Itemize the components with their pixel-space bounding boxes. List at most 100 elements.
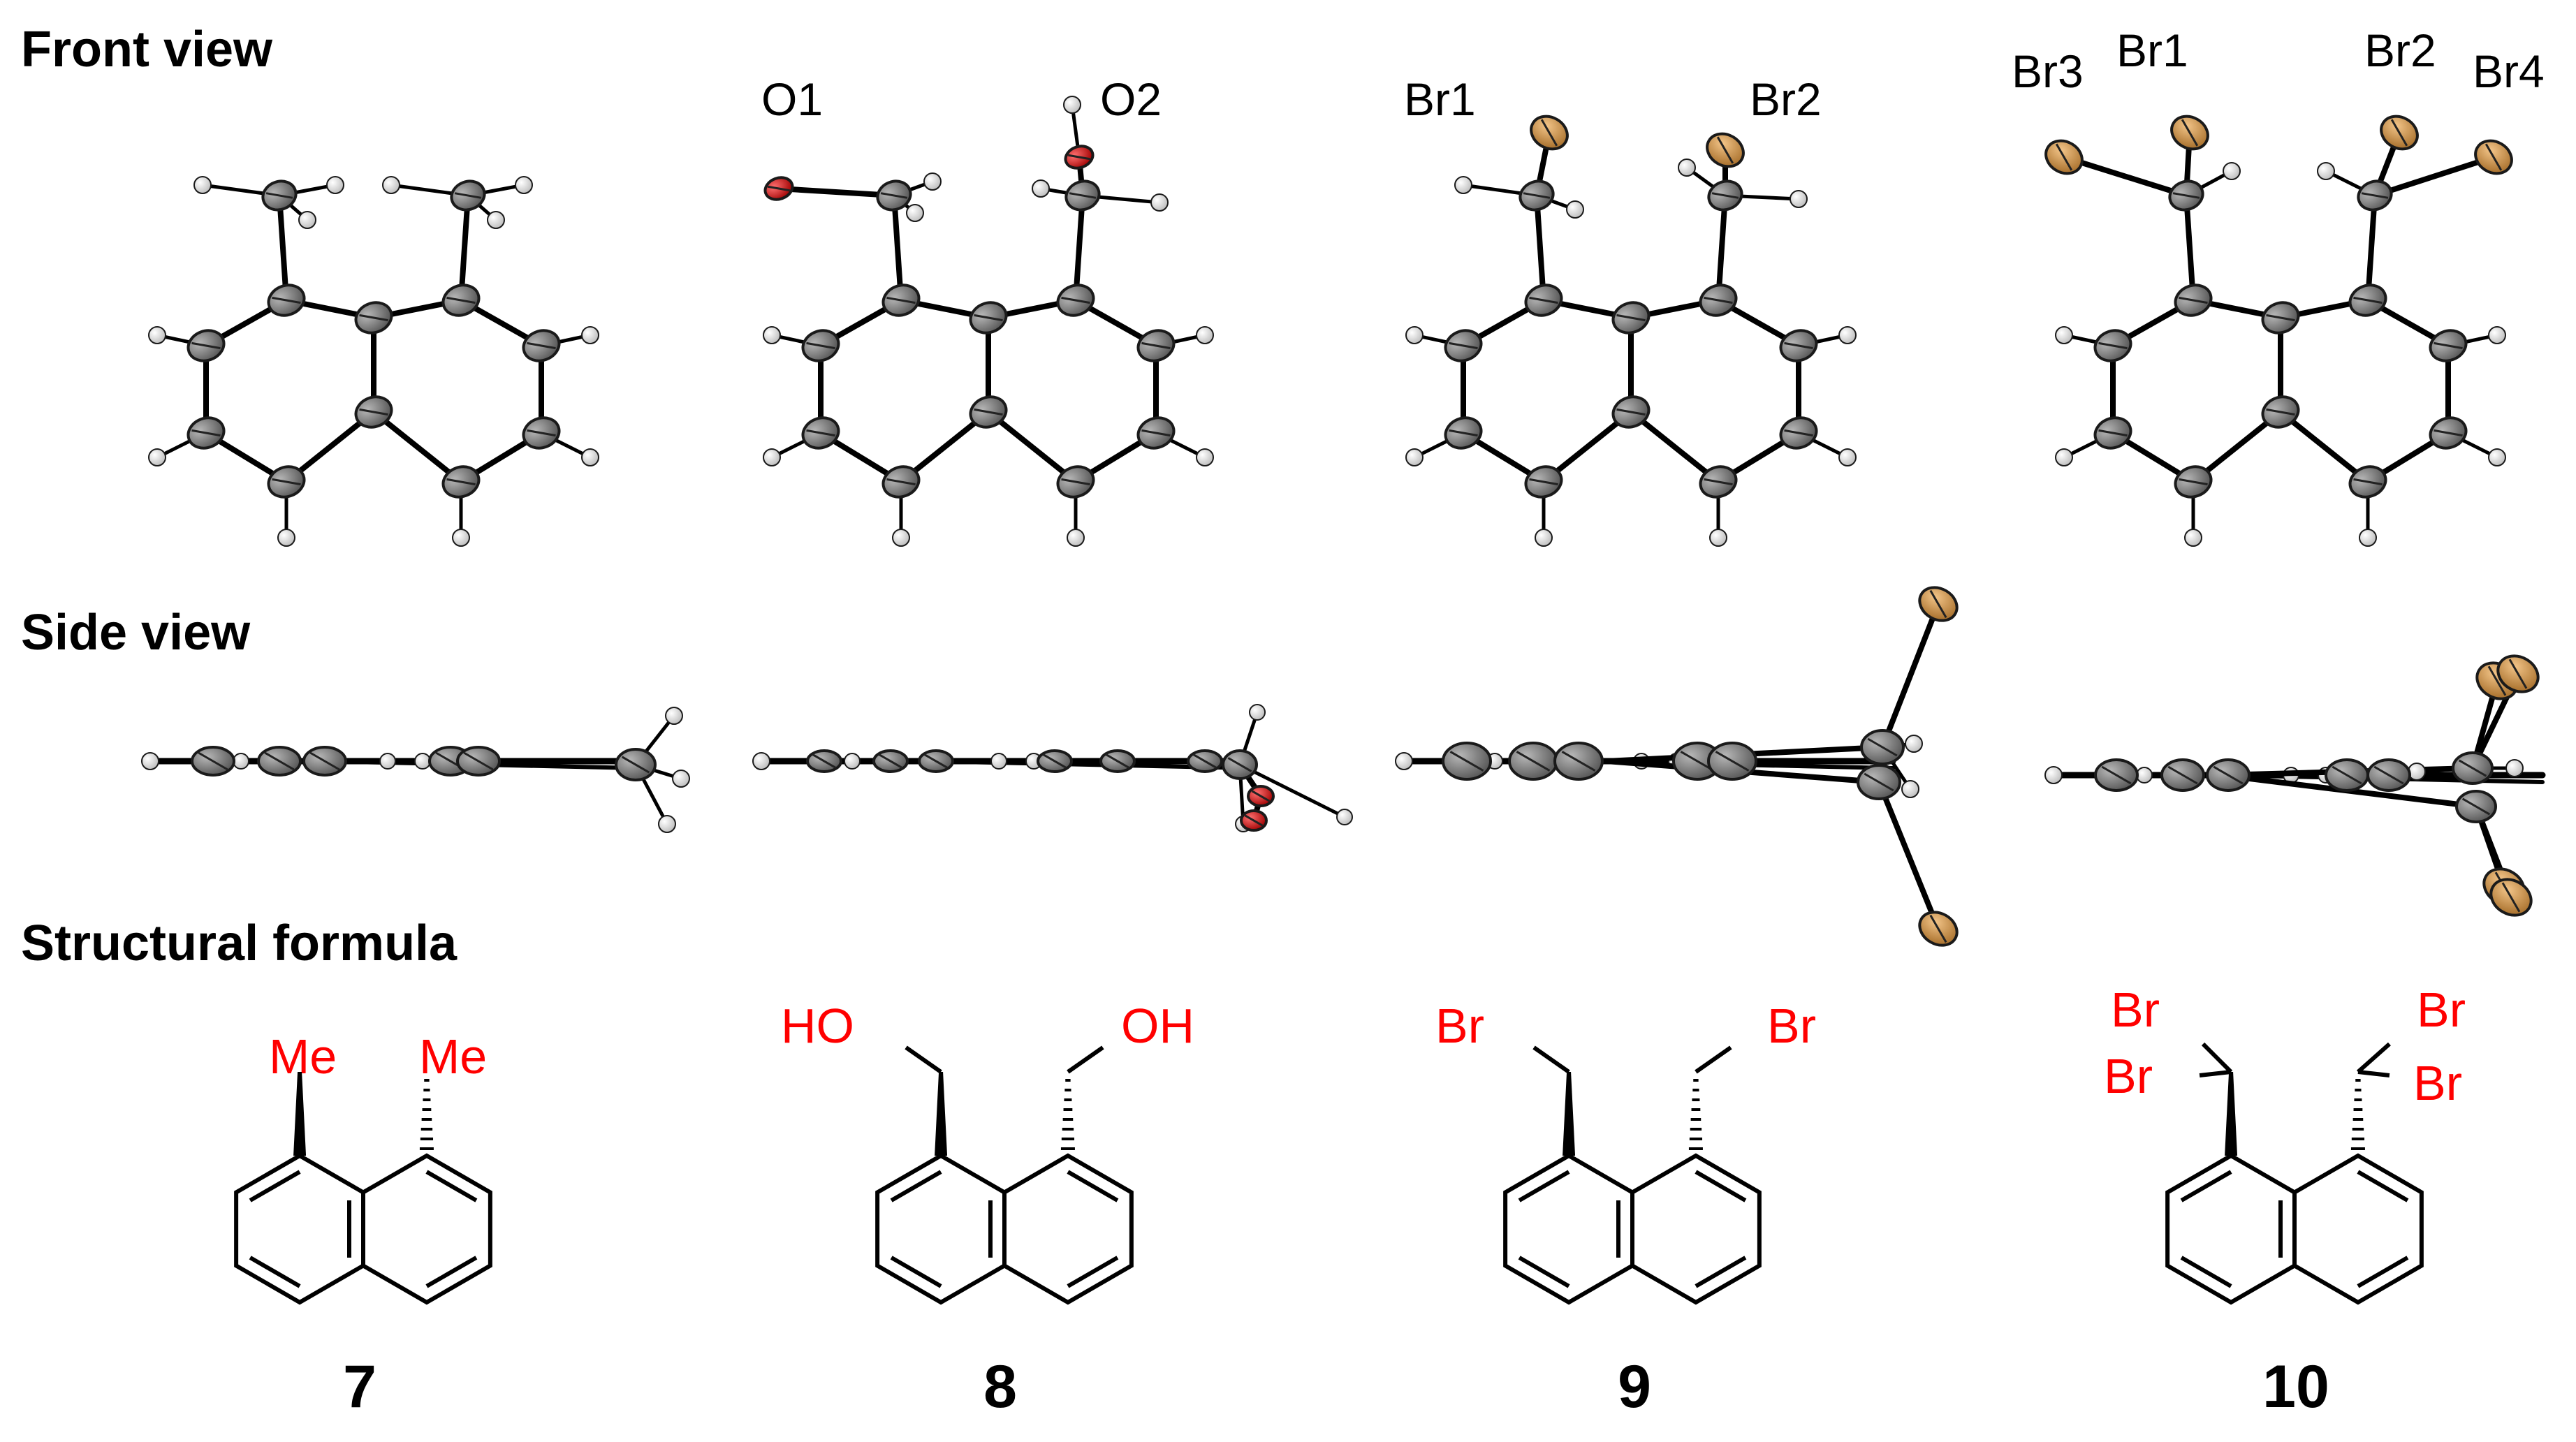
hydrogen-atom [2184, 529, 2202, 547]
principal-axis-line [974, 314, 1003, 322]
double-bond-line [1518, 1170, 1570, 1202]
principal-axis-line [812, 753, 837, 769]
principal-axis-line [2055, 143, 2073, 171]
hydrogen-atom [1063, 96, 1081, 114]
cpd9-br-left: Br [1435, 999, 1484, 1053]
principal-axis-line [1929, 589, 1947, 619]
label-br3-cpd10: Br3 [2012, 45, 2084, 97]
principal-axis-line [1061, 296, 1090, 304]
principal-axis-line [2172, 192, 2200, 199]
principal-axis-line [1141, 341, 1171, 350]
principal-axis-line [1864, 772, 1894, 792]
double-bond-line [2357, 1256, 2409, 1288]
ch2-bond [905, 1045, 942, 1074]
structural-formula-7 [234, 1072, 492, 1305]
hydrogen-atom [326, 176, 344, 194]
right-ring [361, 1153, 492, 1305]
right-ring [1630, 1153, 1762, 1305]
hydrogen-atom [1150, 193, 1169, 212]
chbr2-bond [2357, 1070, 2390, 1077]
chbr2-bond [2199, 1070, 2232, 1077]
principal-axis-line [1616, 408, 1646, 416]
label-br2-cpd10: Br2 [2364, 24, 2436, 76]
hydrogen-atom [906, 204, 924, 222]
hydrogen-atom [1196, 448, 1214, 466]
double-bond-line [425, 1256, 478, 1288]
bond-line [1628, 409, 1721, 485]
bond-line [2061, 154, 2189, 198]
hydrogen-atom [298, 211, 316, 229]
double-bond-line [2180, 1256, 2232, 1288]
principal-axis-line [1069, 192, 1097, 199]
front-view-heading: Front view [21, 22, 273, 78]
double-bond-line [890, 1170, 942, 1202]
cpd8-oh: OH [1121, 999, 1194, 1053]
hydrogen-atom [1249, 704, 1266, 721]
principal-axis-line [767, 185, 791, 192]
cpd8-ho: HO [781, 999, 854, 1053]
principal-axis-line [309, 751, 340, 771]
bond-line [371, 409, 464, 485]
hydrogen-atom [1678, 159, 1696, 177]
bond-line [891, 193, 904, 303]
hydrogen-atom [658, 815, 676, 833]
principal-axis-line [2434, 429, 2463, 437]
hydrogen-atom [2505, 759, 2524, 777]
front-view-molecule-8 [763, 96, 1214, 547]
left-ring [2165, 1153, 2297, 1305]
compound-numbers: 7 8 9 10 [343, 1353, 2329, 1420]
hydrogen-atom [2055, 326, 2073, 344]
left-ring [1503, 1153, 1634, 1305]
hydrogen-atom [233, 753, 249, 770]
compound-number-10: 10 [2262, 1353, 2329, 1420]
hydrogen-atom [2488, 448, 2506, 466]
hydrogen-atom [581, 448, 599, 466]
hydrogen-atom [1535, 529, 1553, 547]
bond-line [1880, 601, 1941, 750]
principal-axis-line [264, 751, 295, 771]
hydrogen-atom [379, 753, 396, 770]
left-ring [234, 1153, 365, 1305]
principal-axis-line [1784, 429, 1813, 437]
principal-axis-line [886, 296, 916, 304]
hydrogen-atom [581, 326, 599, 344]
double-bond-line [249, 1256, 301, 1288]
principal-axis-line [2167, 765, 2198, 785]
label-o2: O2 [1100, 73, 1162, 125]
principal-axis-line [1244, 814, 1264, 827]
bond-line [1238, 763, 1347, 819]
principal-axis-line [2266, 408, 2295, 416]
principal-axis-line [1523, 192, 1551, 199]
label-br4-cpd10: Br4 [2473, 45, 2545, 97]
principal-axis-line [527, 341, 556, 350]
cpd9-br-right: Br [1767, 999, 1816, 1053]
cpd10-br-a: Br [2111, 983, 2160, 1037]
bond-line [1073, 193, 1085, 303]
double-bond-line [1067, 1170, 1119, 1202]
front-view-atom-labels: O1 O2 Br1 Br2 Br3 Br1 Br2 Br4 [761, 24, 2545, 125]
hydrogen-atom [2317, 162, 2335, 180]
principal-axis-line [1449, 341, 1478, 350]
side-view-molecule-7 [141, 707, 690, 833]
principal-axis-line [454, 192, 482, 199]
principal-axis-line [2461, 797, 2491, 816]
hydrogen-atom [763, 448, 781, 466]
hydrogen-atom [1901, 780, 1919, 798]
cpd7-me-left: Me [269, 1029, 337, 1084]
principal-axis-line [1704, 478, 1733, 486]
hydrogen-atom [2136, 767, 2153, 783]
structural-formula-10 [2165, 1042, 2424, 1305]
hydrogen-atom [1336, 809, 1353, 825]
side-view-molecule-10 [2044, 654, 2546, 917]
principal-axis-line [359, 408, 388, 416]
cpd10-br-c: Br [2417, 983, 2466, 1037]
principal-axis-line [2484, 143, 2503, 171]
wedge-bond [2225, 1072, 2238, 1156]
hydrogen-atom [148, 448, 166, 466]
principal-axis-line [1680, 751, 1715, 772]
principal-axis-line [2179, 478, 2208, 486]
principal-axis-line [1529, 478, 1558, 486]
hydrogen-atom [141, 752, 159, 770]
principal-axis-line [886, 478, 916, 486]
hydrogen-atom [2044, 766, 2063, 784]
